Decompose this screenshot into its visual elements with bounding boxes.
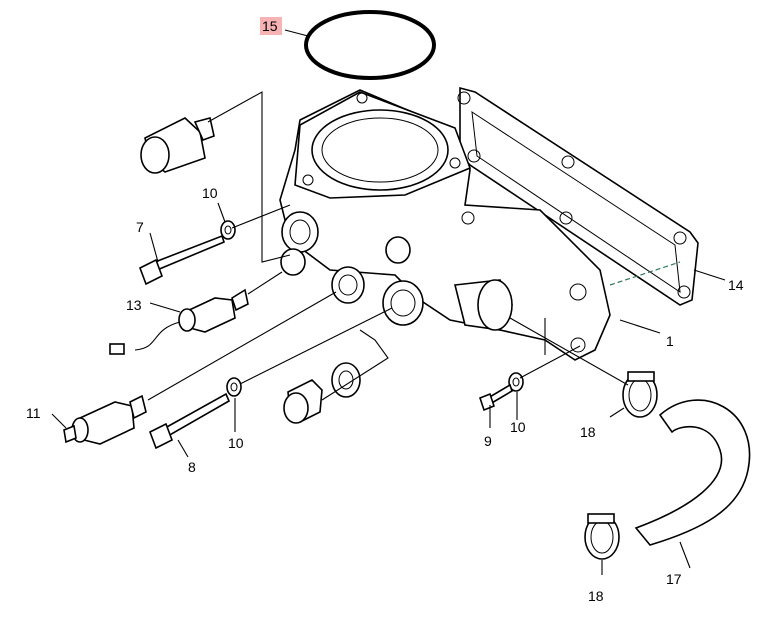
washer-part-10-b[interactable] — [226, 377, 242, 397]
callout-7: 7 — [136, 219, 144, 235]
bolt-part-9[interactable] — [479, 383, 513, 412]
bolt-part-7[interactable] — [138, 234, 225, 286]
thermostat-housing-part-1[interactable] — [279, 89, 611, 361]
callout-10-a: 10 — [202, 185, 218, 201]
callout-leaders — [51, 29, 726, 575]
temperature-sensor-part-13[interactable] — [109, 288, 249, 355]
callout-15-highlight — [260, 17, 282, 35]
callout-15: 15 — [262, 18, 278, 34]
callout-13: 13 — [126, 297, 142, 313]
callout-14: 14 — [728, 277, 744, 293]
hose-clamp-part-18-b[interactable] — [584, 513, 620, 560]
sender-part-11[interactable] — [63, 394, 147, 445]
callout-10-b: 10 — [510, 419, 526, 435]
washer-part-10-a[interactable] — [220, 220, 236, 240]
callout-1: 1 — [666, 333, 674, 349]
drain-plug-part[interactable] — [283, 379, 323, 424]
hose-clamp-part-18-a[interactable] — [622, 371, 658, 418]
coolant-hose-part-17[interactable] — [634, 399, 751, 546]
bolt-part-8[interactable] — [148, 392, 231, 450]
callout-9: 9 — [484, 433, 492, 449]
callout-8: 8 — [188, 459, 196, 475]
plug-part[interactable] — [140, 117, 215, 174]
callout-17: 17 — [666, 571, 682, 587]
callout-11: 11 — [26, 405, 41, 421]
callout-10-c: 10 — [228, 435, 244, 451]
callout-18-a: 18 — [580, 424, 596, 440]
callout-18-b: 18 — [588, 588, 604, 604]
callouts: 15 10 7 14 13 1 11 18 9 10 10 8 17 18 — [26, 18, 744, 604]
sealing-washer-part[interactable] — [331, 362, 361, 398]
washer-part-10-c[interactable] — [508, 372, 524, 392]
assembly-leader-lines — [147, 91, 681, 401]
o-ring-part-15[interactable] — [304, 10, 436, 80]
